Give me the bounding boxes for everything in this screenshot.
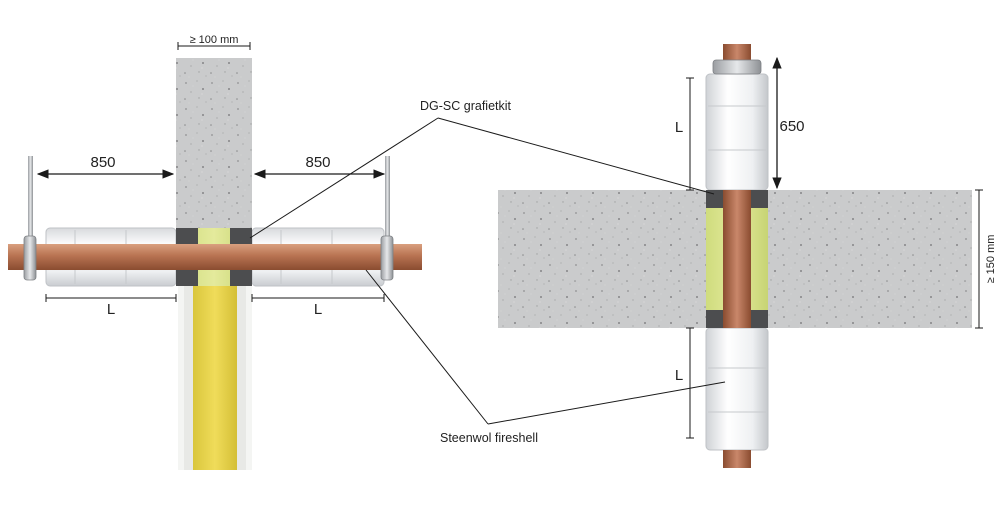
wall-thickness-label: ≥ 100 mm — [190, 34, 239, 46]
concrete-wall — [176, 58, 252, 228]
length-top-label: L — [675, 119, 683, 136]
graphite-kit-piece — [751, 310, 768, 328]
length-left-label: L — [107, 301, 115, 318]
kit-leader-right — [437, 117, 715, 195]
mineral-wool-core — [193, 286, 237, 470]
graphite-kit-piece — [706, 310, 723, 328]
graphite-kit-piece — [706, 190, 723, 208]
pipe-clamp-right — [380, 235, 394, 281]
floor-thickness-label: ≥ 150 mm — [985, 235, 997, 284]
graphite-kit-piece — [230, 228, 252, 244]
pipe-clamp-left — [23, 235, 37, 281]
length-bottom-label: L — [675, 367, 683, 384]
floor-detail: L L 650 ≥ 150 mm — [498, 44, 997, 468]
shell-leader-right — [487, 381, 726, 425]
shell-label: Steenwol fireshell — [440, 431, 538, 445]
graphite-kit-piece — [230, 270, 252, 286]
graphite-kit-piece — [751, 190, 768, 208]
graphite-kit-piece — [176, 228, 198, 244]
shell-leader-left — [365, 269, 489, 425]
wall-detail: ≥ 100 mm 850 850 L L — [8, 34, 422, 470]
fireshell-upper — [705, 73, 769, 191]
pipe-clamp-top — [712, 59, 762, 75]
hanger-rod-right — [385, 156, 390, 248]
copper-pipe-vertical — [723, 190, 751, 328]
distance-left-label: 850 — [90, 154, 115, 171]
copper-pipe-bottom-stub — [723, 450, 751, 468]
fireshell-lower — [705, 327, 769, 451]
copper-pipe-horizontal — [8, 244, 422, 270]
callouts: DG-SC grafietkit Steenwol fireshell — [249, 99, 726, 445]
hanger-rod-left — [28, 156, 33, 248]
kit-label: DG-SC grafietkit — [420, 99, 512, 113]
distance-top-label: 650 — [779, 118, 804, 135]
kit-leader-left — [249, 117, 439, 239]
length-right-label: L — [314, 301, 322, 318]
distance-right-label: 850 — [305, 154, 330, 171]
graphite-kit-piece — [176, 270, 198, 286]
